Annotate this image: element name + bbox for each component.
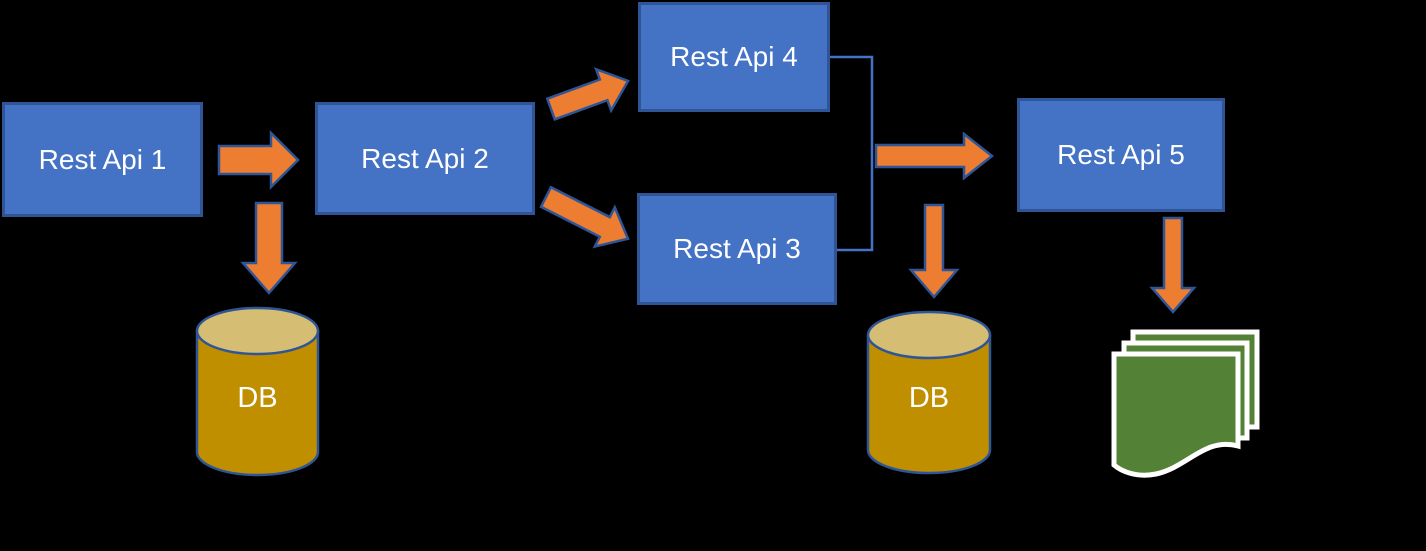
node-rest-api-5: Rest Api 5 (1017, 98, 1225, 212)
db-cylinder-1 (195, 306, 320, 477)
db-cylinder-2-top (866, 310, 992, 360)
arrow-api2-to-api3 (539, 185, 630, 249)
arrow-api1-to-api2 (217, 129, 300, 191)
node-rest-api-1: Rest Api 1 (2, 102, 203, 217)
node-rest-api-3: Rest Api 3 (637, 193, 837, 305)
documents-icon (1111, 329, 1260, 478)
arrow-api2-to-api3-shape (539, 185, 630, 249)
arrow-api5-to-documents (1149, 216, 1197, 314)
arrow-junction-to-db2 (908, 203, 960, 299)
db-cylinder-1-body (195, 329, 320, 477)
node-rest-api-1-label: Rest Api 1 (38, 143, 167, 175)
node-rest-api-2-label: Rest Api 2 (361, 142, 489, 174)
node-rest-api-4-label: Rest Api 4 (670, 41, 798, 72)
node-rest-api-4: Rest Api 4 (638, 2, 830, 112)
node-rest-api-3-label: Rest Api 3 (673, 233, 801, 264)
arrow-api2-to-api4-shape (545, 67, 630, 121)
node-rest-api-2: Rest Api 2 (315, 102, 535, 215)
node-rest-api-5-label: Rest Api 5 (1057, 139, 1185, 170)
db-cylinder-1-top (195, 306, 320, 356)
arrow-junction-to-api5 (874, 131, 995, 181)
arrow-api1-to-db1 (240, 201, 298, 295)
document-page-front (1111, 351, 1241, 478)
arrow-api2-to-api4 (545, 67, 630, 121)
connector-api4-api3-junction (830, 55, 874, 252)
db-cylinder-2-body (866, 333, 992, 475)
db-cylinder-2 (866, 310, 992, 475)
